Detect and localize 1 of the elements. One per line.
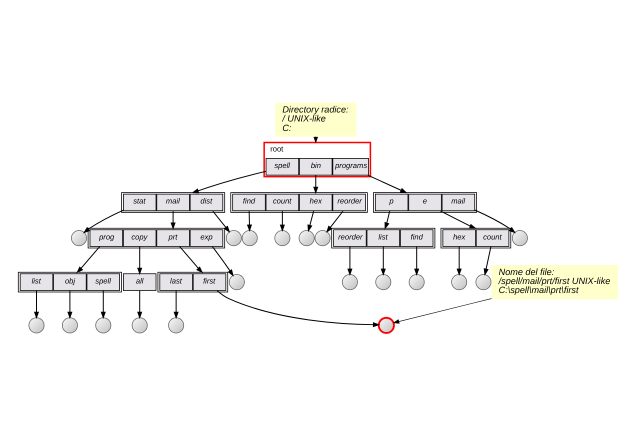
- node-label: root: [270, 144, 284, 154]
